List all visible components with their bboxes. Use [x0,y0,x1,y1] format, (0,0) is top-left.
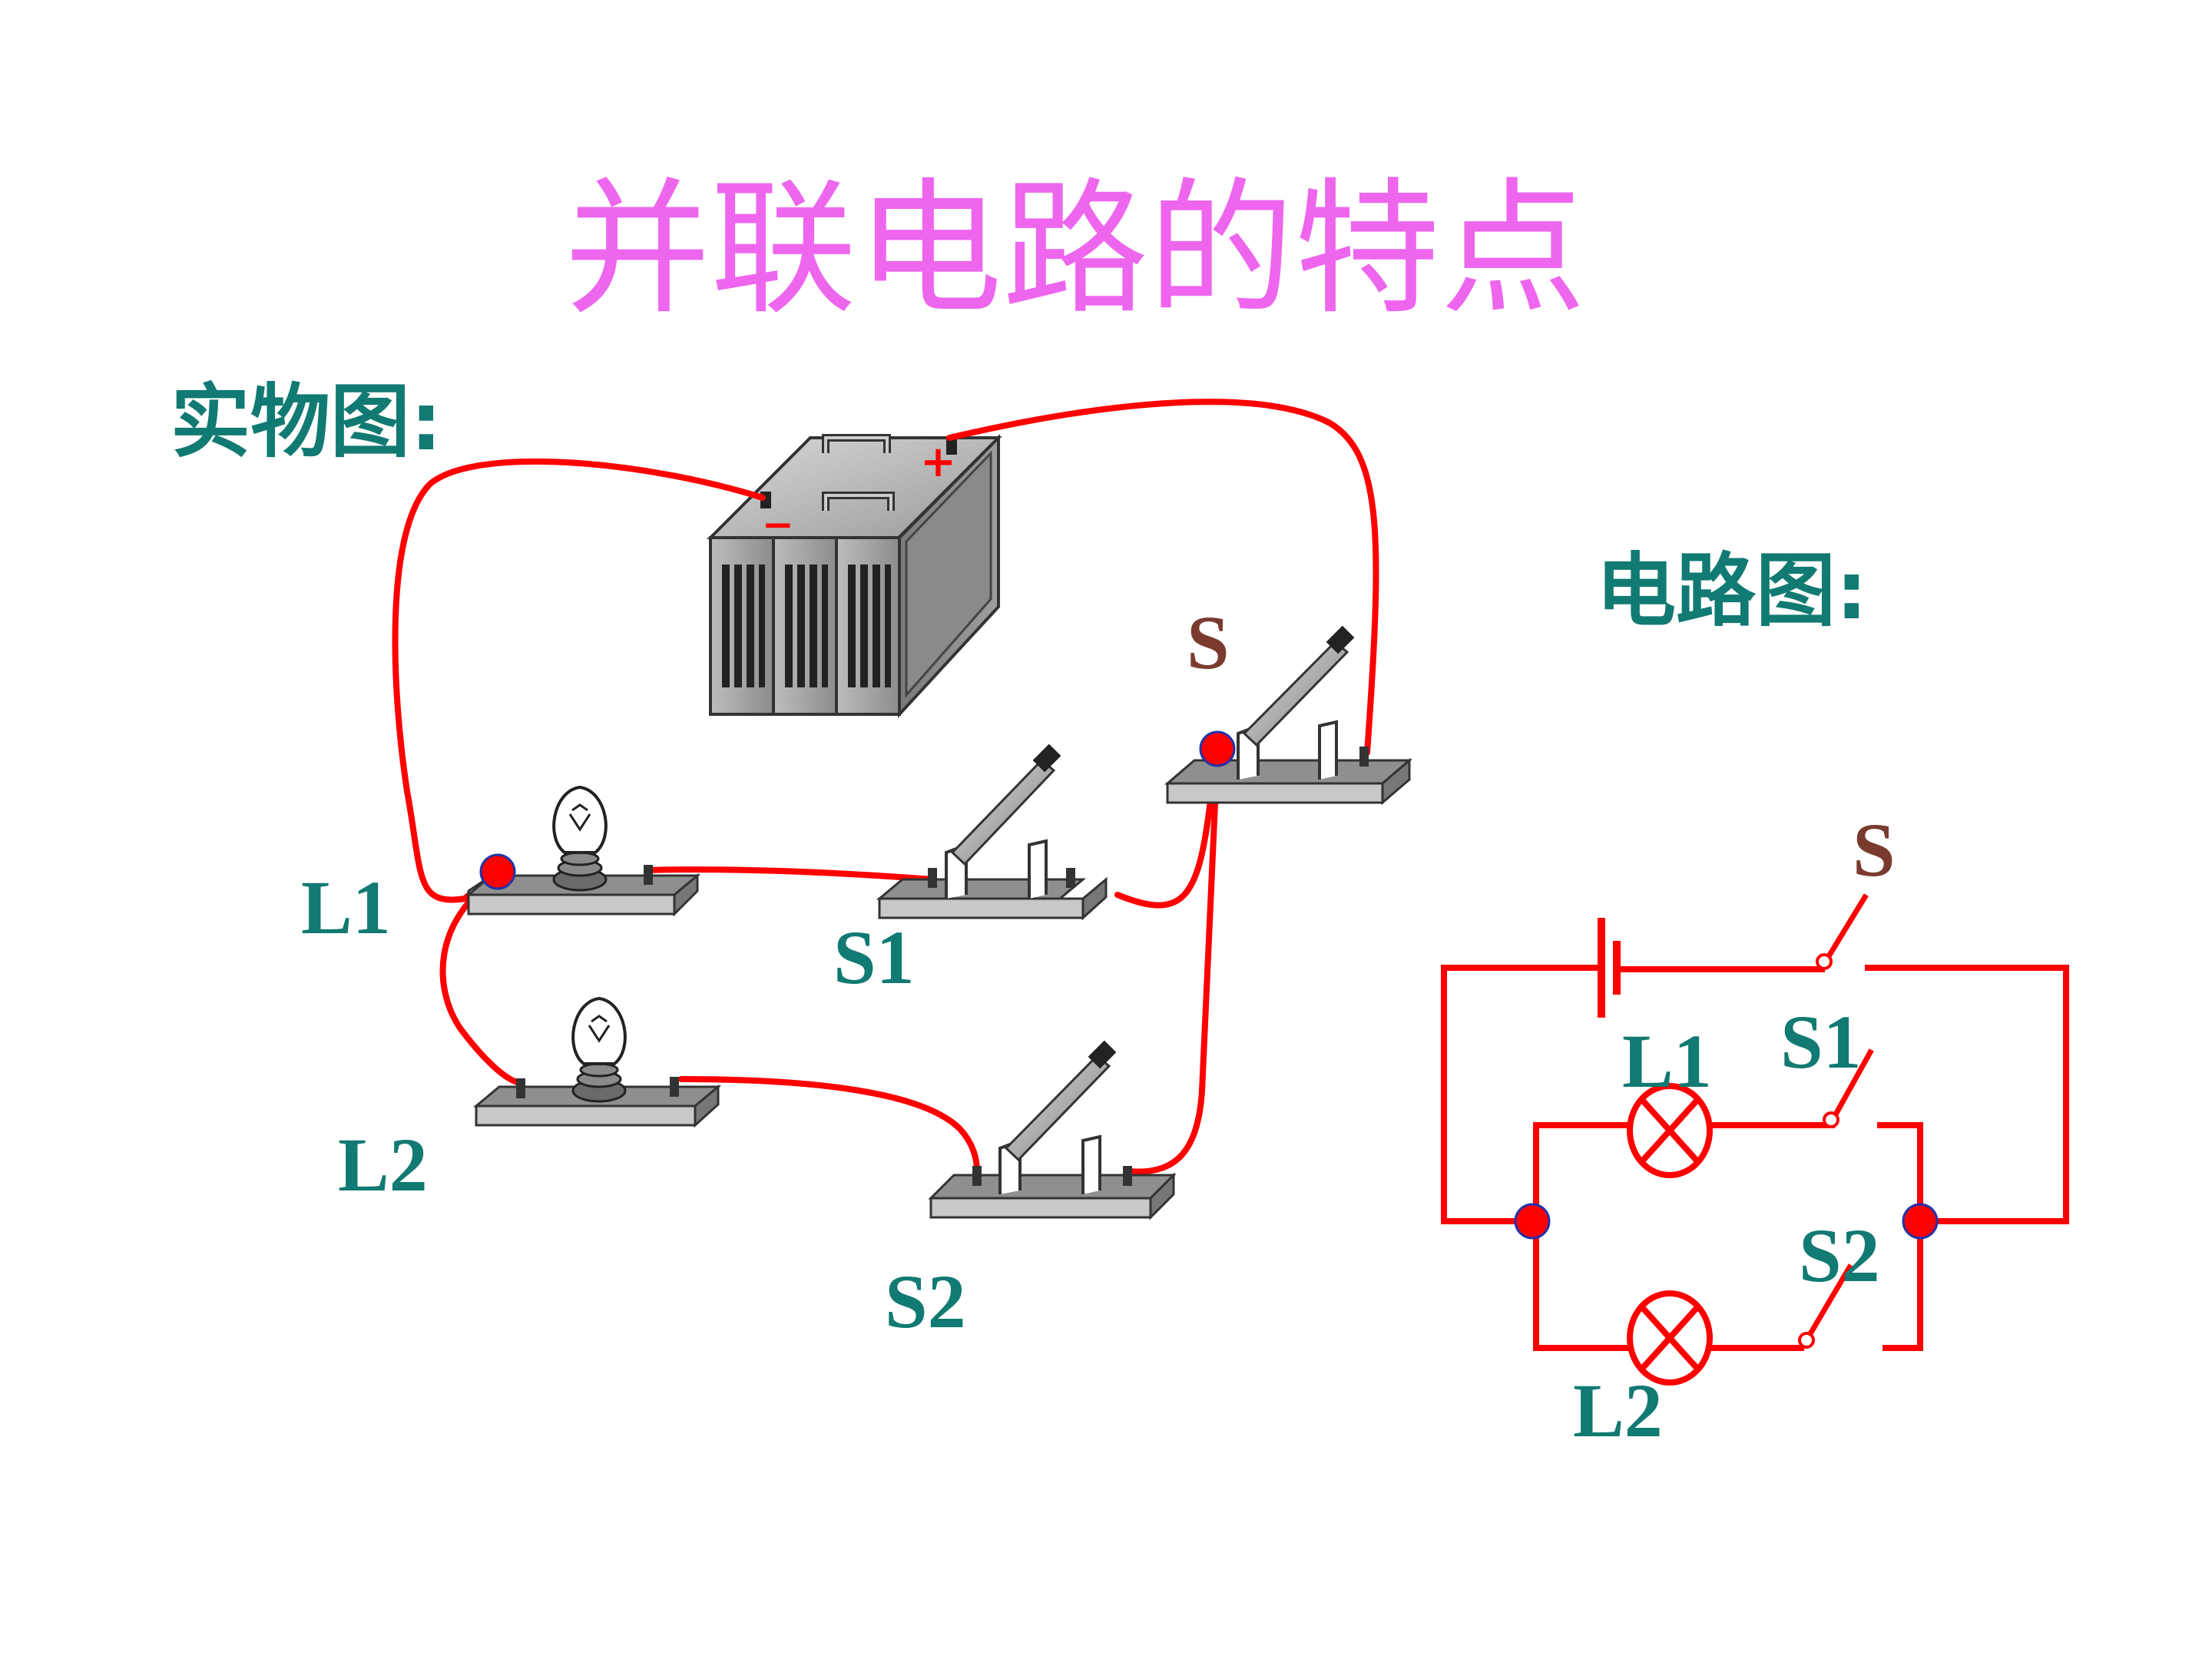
label-L2-schematic: L2 [1573,1368,1663,1453]
wire-L2-to-S2 [678,1076,980,1174]
label-S-physical: S [1187,600,1230,685]
schematic-switch-S-contact [1816,953,1833,970]
wire-S1-to-S [1114,748,1218,909]
wire-battery-negative-to-L1 [392,458,766,903]
schematic-switch-S-blade [1823,893,1869,964]
wire-L1-to-S1 [644,866,936,882]
schematic-wire-top-right [1865,965,2069,1224]
lamp-symbol-L2 [1627,1290,1713,1386]
switch-S [1164,625,1413,806]
switch-S1 [876,743,1108,921]
junction-dot-L1 [479,853,516,890]
schematic-switch-S1-contact [1823,1111,1839,1128]
label-L1-physical: L1 [301,865,391,950]
schematic-switch-S2-contact [1798,1332,1815,1349]
page-title: 并联电路的特点 [565,164,1586,334]
battery-negative-terminal: − [762,502,794,547]
bulb-L2 [472,996,722,1128]
wire-L1-to-L2 [439,873,524,1086]
label-S1-physical: S1 [833,915,915,1000]
battery-positive-terminal: + [920,436,956,487]
physical-wiring [392,399,1379,1175]
schematic-switch-S2-blade [1803,1263,1853,1344]
lamp-symbol-L1 [1627,1083,1713,1178]
schematic-switch-S1-blade [1828,1048,1874,1125]
wire-battery-positive-to-S [946,399,1379,756]
physical-diagram-heading: 实物图: [171,375,442,469]
bulb-L1 [465,785,701,917]
schematic-wire-top-left [1441,965,1601,1224]
label-S2-schematic: S2 [1799,1213,1880,1298]
label-S1-schematic: S1 [1780,999,1862,1084]
label-L2-physical: L2 [338,1122,428,1207]
label-L1-schematic: L1 [1622,1018,1712,1104]
junction-dot-S [1199,730,1236,767]
schematic-junction-left [1514,1203,1551,1240]
label-S2-physical: S2 [885,1259,966,1344]
wire-S-to-S2 [1126,750,1220,1175]
label-S-schematic: S [1853,807,1896,892]
schematic-diagram [1441,893,2069,1386]
battery: − + [707,434,1002,719]
switch-S2 [928,1040,1177,1220]
schematic-junction-right [1902,1203,1939,1240]
schematic-diagram-heading: 电路图: [1596,544,1868,637]
